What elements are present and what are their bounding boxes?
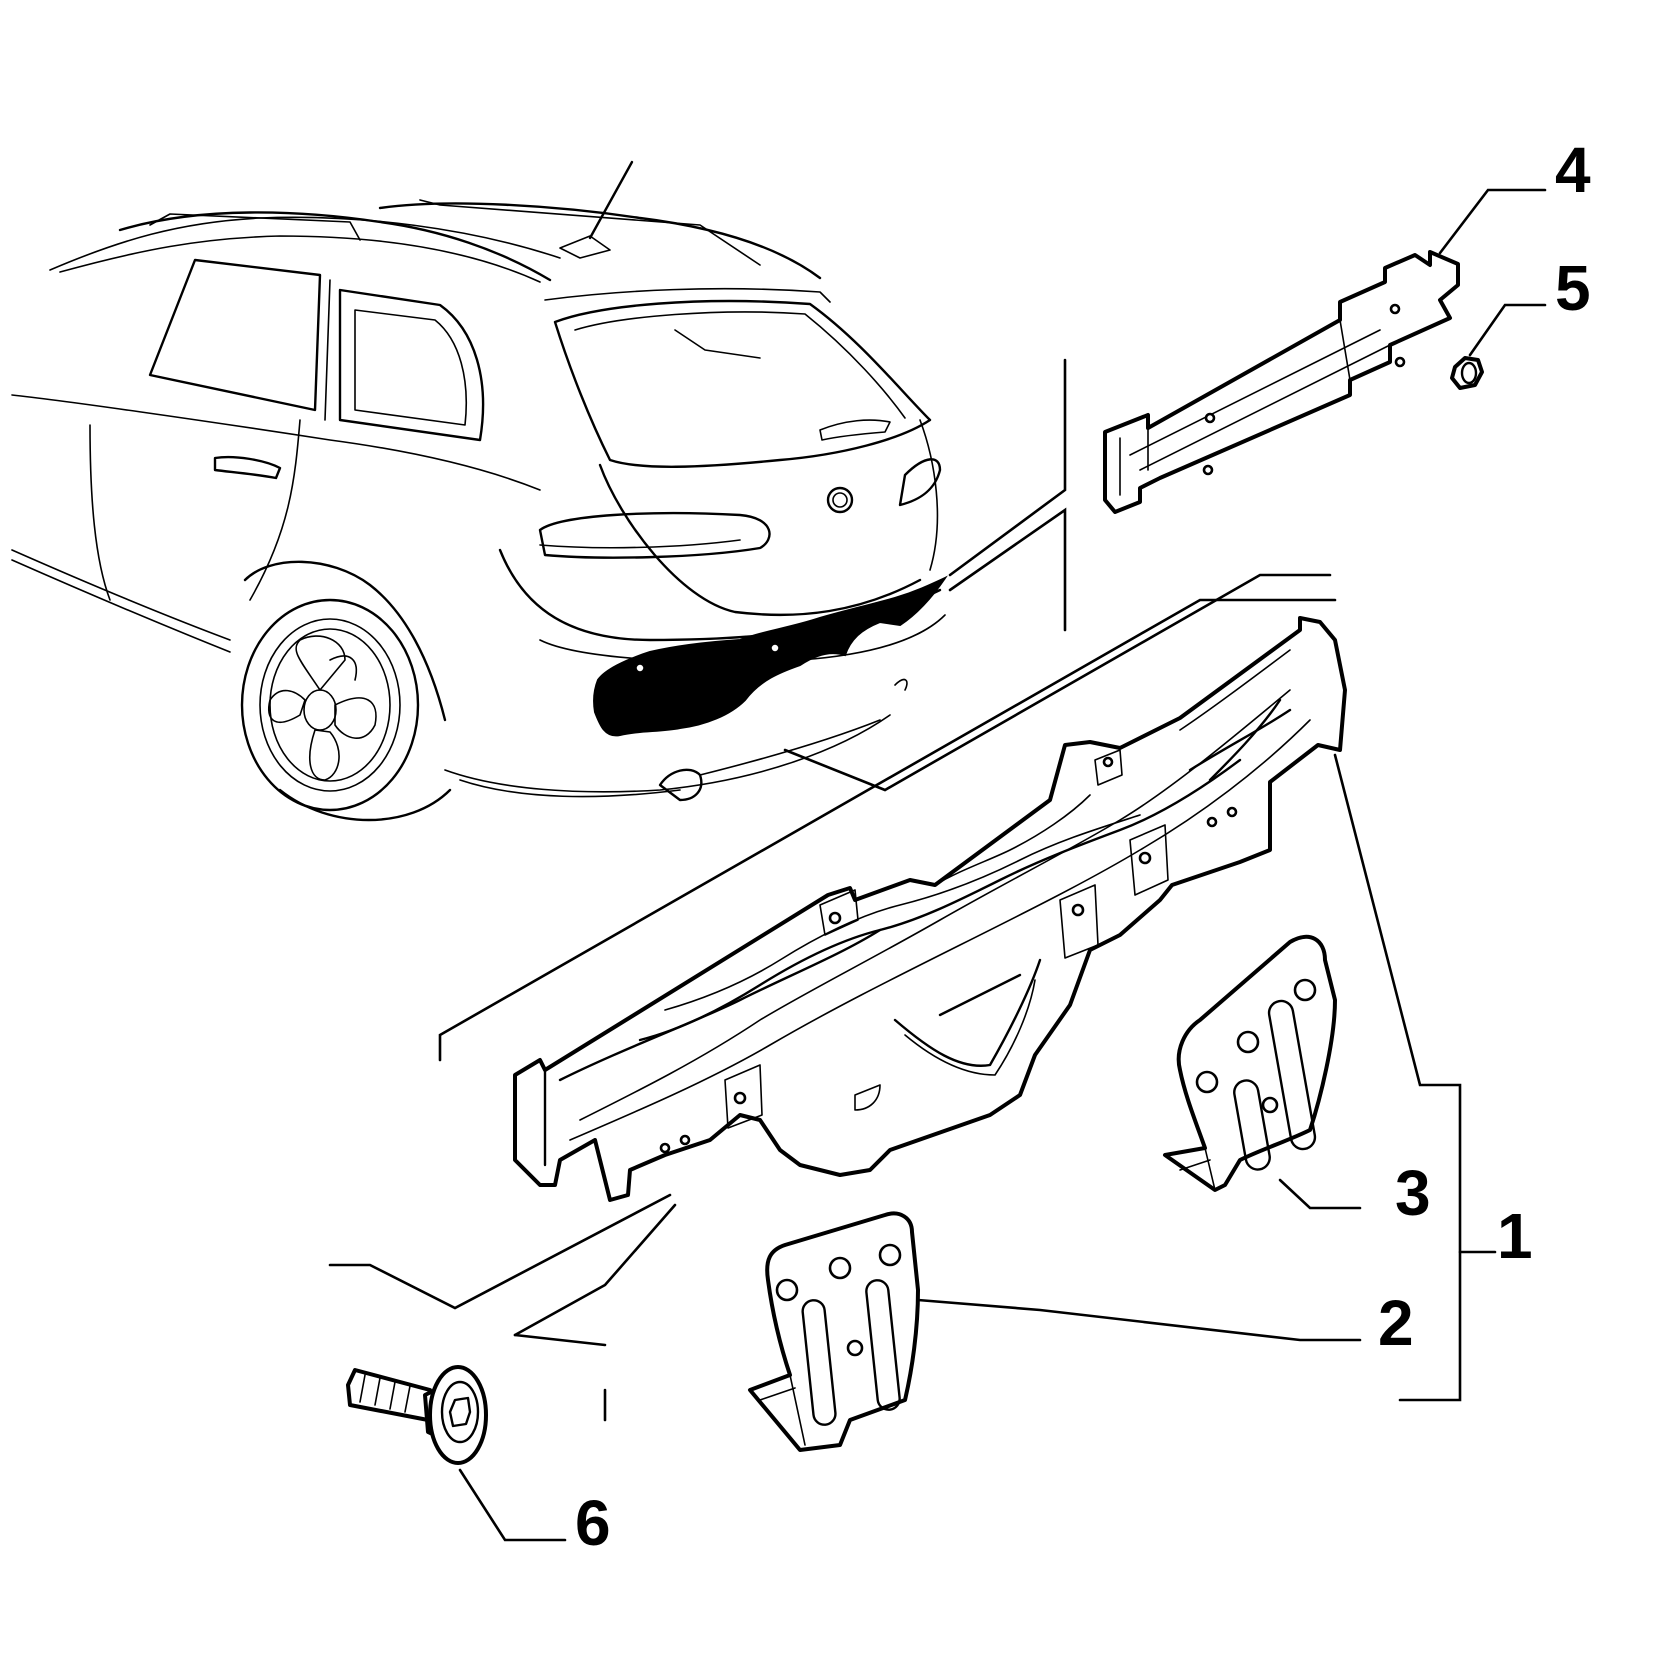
callout-6: 6	[575, 1487, 611, 1559]
callout-5: 5	[1555, 252, 1591, 324]
leader-1-bracket	[1333, 753, 1462, 1402]
car-outline	[11, 160, 1332, 822]
leader-lines	[328, 188, 1547, 1542]
leader-4	[1438, 188, 1547, 255]
reinforcement-bar-part-4	[1103, 250, 1460, 514]
leader-5	[1468, 303, 1547, 357]
leader-6	[458, 1468, 567, 1542]
leader-3	[1278, 1178, 1362, 1210]
bracket-part-2	[748, 1211, 920, 1452]
callout-1: 1	[1497, 1200, 1533, 1272]
highlighted-panel-area	[593, 575, 948, 737]
nut-part-5	[1450, 356, 1484, 390]
flanged-bolt-part-6	[346, 1365, 488, 1465]
callout-4: 4	[1555, 134, 1591, 206]
callout-3: 3	[1395, 1157, 1431, 1229]
bracket-part-3	[1163, 934, 1337, 1192]
leader-2	[916, 1298, 1362, 1342]
callout-2: 2	[1378, 1287, 1414, 1359]
rear-crossmember-part-1	[513, 616, 1347, 1202]
